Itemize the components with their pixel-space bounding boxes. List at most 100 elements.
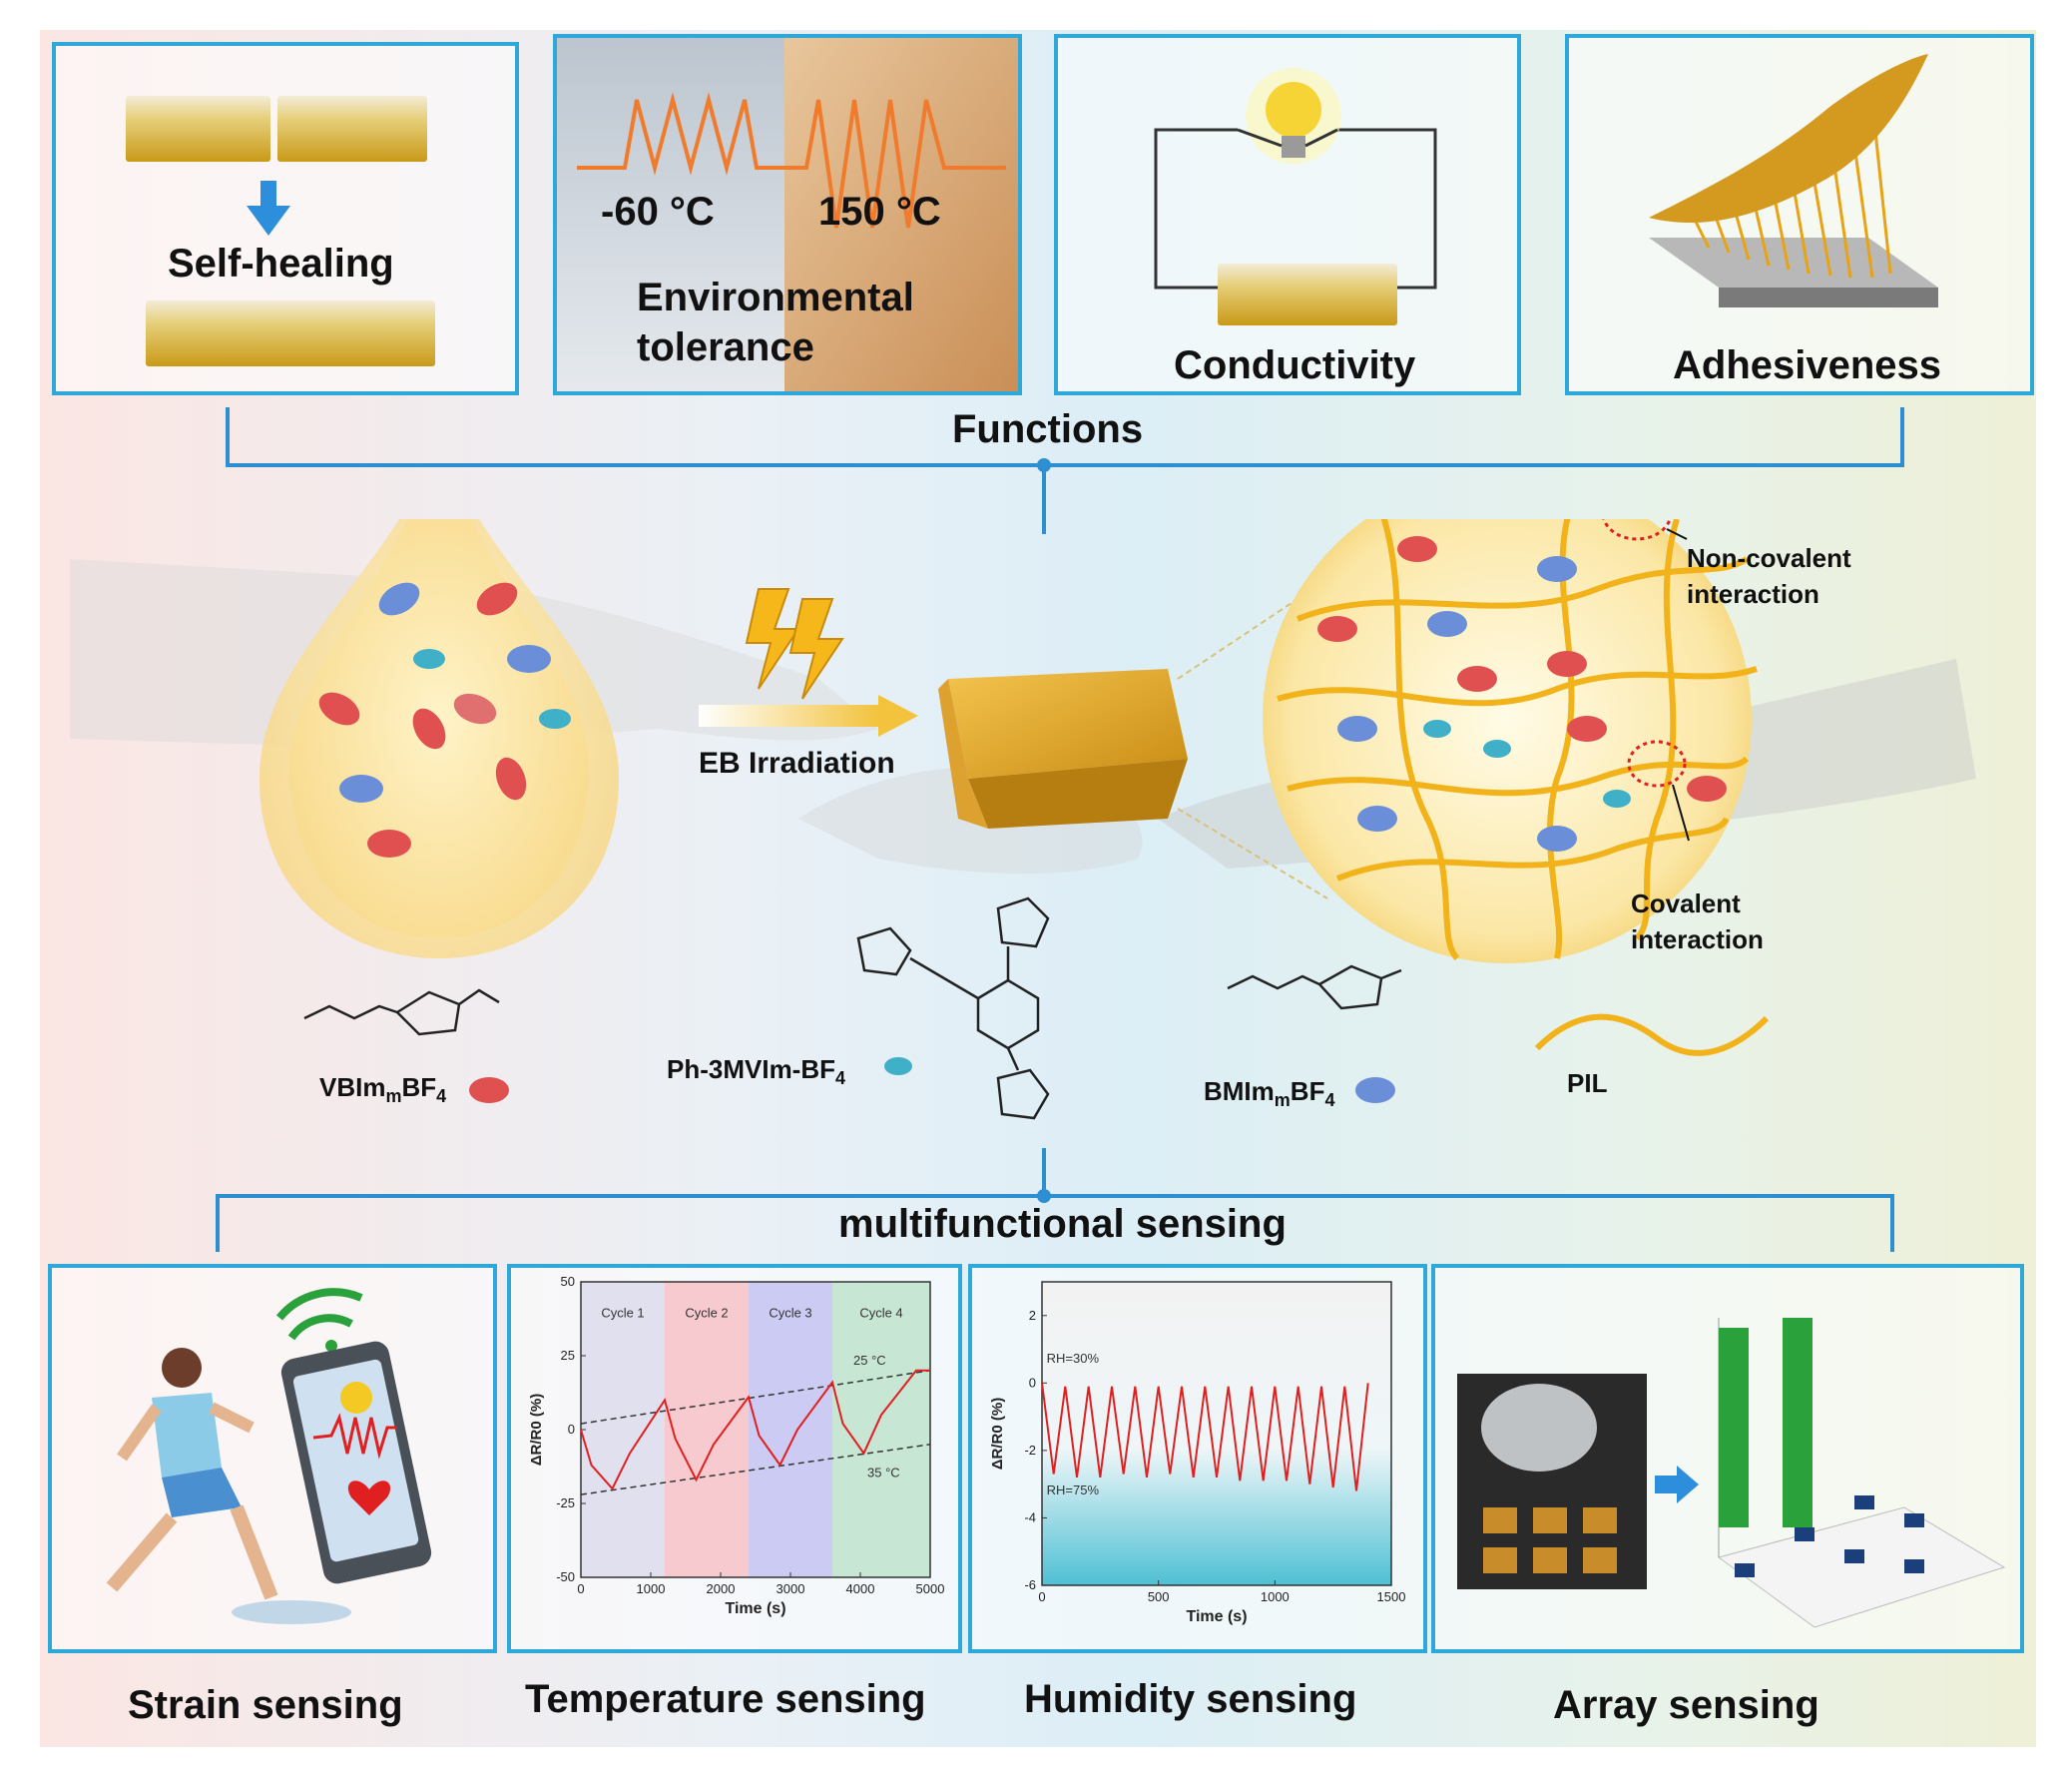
humidity-sensing-label: Humidity sensing: [1024, 1677, 1357, 1721]
panel-conductivity: Conductivity: [1054, 34, 1521, 395]
y-tick-label: -4: [1024, 1509, 1036, 1524]
strain-illustration: [106, 1288, 432, 1624]
lightning-icon: [745, 588, 844, 700]
cycle-label: Cycle 1: [601, 1306, 644, 1321]
gel-piece-left: [126, 96, 270, 162]
y-tick-label: -2: [1024, 1443, 1036, 1458]
low-temperature-label: -60 °C: [601, 190, 715, 234]
cold-sky-photo: [557, 38, 784, 391]
ph-text: Ph-3MVIm-BF: [667, 1054, 835, 1084]
bmim-four: 4: [1324, 1090, 1335, 1111]
circuit-illustration: [1154, 68, 1437, 325]
x-tick-label: 1000: [637, 1581, 666, 1596]
ph-four: 4: [835, 1068, 846, 1089]
non-covalent-label-1: Non-covalent: [1687, 543, 1851, 573]
x-tick-label: 2000: [707, 1581, 736, 1596]
cycle-label: Cycle 3: [769, 1306, 811, 1321]
array-sensing-label: Array sensing: [1553, 1683, 1819, 1727]
environment-illustration: [557, 38, 1018, 391]
y-tick-label: 0: [568, 1422, 575, 1437]
zoom-line-bottom: [1177, 808, 1328, 899]
panel-self-healing: Self-healing: [52, 42, 519, 395]
conductive-gel-block: [1218, 264, 1397, 325]
conductivity-label: Conductivity: [1174, 343, 1416, 387]
gel-piece-healed: [146, 300, 435, 366]
x-tick-label: 4000: [846, 1581, 875, 1596]
self-healing-illustration: [126, 96, 435, 366]
y-axis-label: ΔR/R0 (%): [989, 1398, 1006, 1470]
y-tick-label: -50: [556, 1569, 575, 1584]
data-series-line: [1041, 1383, 1369, 1491]
network-sphere: [1263, 519, 1752, 963]
panel-adhesiveness: Adhesiveness: [1565, 34, 2034, 395]
y-tick-label: -25: [556, 1495, 575, 1510]
lightbulb-icon: [1237, 68, 1341, 164]
vbim-four: 4: [436, 1086, 447, 1107]
annotation-rh75: RH=75%: [1047, 1482, 1100, 1497]
y-tick-label: 2: [1029, 1308, 1036, 1323]
cycle-label: Cycle 4: [859, 1306, 902, 1321]
annotation-25c: 25 °C: [853, 1353, 886, 1368]
eb-arrow: [699, 695, 918, 737]
x-tick-label: 0: [577, 1581, 584, 1596]
sphere-ions: [1317, 536, 1727, 852]
adhesive-film: [1649, 54, 1928, 224]
wifi-icon: [275, 1288, 363, 1352]
non-covalent-label-2: interaction: [1687, 579, 1819, 609]
circuit-wire-right: [1337, 128, 1437, 290]
high-temperature-label: 150 °C: [818, 190, 941, 234]
circuit-wire: [1154, 128, 1238, 290]
environmental-label: Environmental: [637, 276, 914, 319]
scheme-illustration: [70, 519, 1976, 1120]
y-tick-label: 25: [561, 1348, 575, 1363]
adhesion-illustration: [1649, 54, 1938, 307]
ph-label: Ph-3MVIm-BF4: [667, 1054, 845, 1089]
non-covalent-pointer: [1666, 528, 1688, 540]
tolerance-label: tolerance: [637, 325, 814, 369]
bmim-subscript: m: [1274, 1090, 1291, 1111]
panel-temperature-sensing: Cycle 1 Cycle 2 Cycle 3 Cycle 4 0 1000 2000 300…: [507, 1264, 962, 1653]
strain-sensing-label: Strain sensing: [128, 1683, 403, 1727]
pil-label: PIL: [1567, 1068, 1608, 1098]
functions-title: Functions: [952, 407, 1144, 451]
array-weight: [1481, 1384, 1597, 1472]
annotation-35c: 35 °C: [867, 1465, 900, 1480]
temperature-sensing-label: Temperature sensing: [525, 1677, 926, 1721]
cycle-label: Cycle 2: [685, 1306, 728, 1321]
covalent-highlight: [1627, 740, 1687, 788]
x-tick-label: 5000: [916, 1581, 945, 1596]
temperature-zigzag-line: [577, 92, 1006, 229]
covalent-label-1: Covalent: [1631, 889, 1741, 918]
x-tick-label: 3000: [777, 1581, 805, 1596]
x-tick-label: 1000: [1261, 1589, 1290, 1604]
data-series-line: [580, 1369, 930, 1490]
smartphone-icon: [280, 1341, 432, 1584]
x-axis-label: Time (s): [1186, 1608, 1247, 1625]
gel-piece-right: [277, 96, 427, 162]
sensing-bracket: [216, 1148, 1894, 1252]
desert-photo: [784, 38, 1018, 391]
covalent-pointer: [1672, 784, 1690, 842]
y-tick-label: 50: [561, 1274, 575, 1289]
array-illustration: [1457, 1318, 2006, 1628]
panel-array-sensing: [1431, 1264, 2024, 1653]
adhesiveness-label: Adhesiveness: [1673, 343, 1942, 387]
zoom-line-top: [1177, 598, 1298, 680]
y-tick-label: -6: [1024, 1577, 1036, 1592]
down-arrow-icon: [247, 181, 290, 236]
cycle-band: [665, 1282, 749, 1577]
hydrogel-cube: [938, 669, 1188, 829]
vbim-label: VBImmBF4: [319, 1072, 446, 1107]
x-axis-label: Time (s): [725, 1600, 785, 1617]
shadow-ellipse: [232, 1600, 351, 1624]
eb-irradiation-label: EB Irradiation: [699, 747, 895, 780]
vbim-text: VBIm: [319, 1072, 386, 1102]
y-axis-label: ΔR/R0 (%): [528, 1394, 545, 1466]
x-tick-label: 0: [1038, 1589, 1045, 1604]
vbim-subscript: m: [385, 1086, 402, 1107]
bmim-tail: BF: [1290, 1076, 1325, 1106]
temperature-chart: Cycle 1 Cycle 2 Cycle 3 Cycle 4 0 1000 2000 300…: [528, 1274, 945, 1617]
polymer-chains: [1277, 519, 1758, 961]
